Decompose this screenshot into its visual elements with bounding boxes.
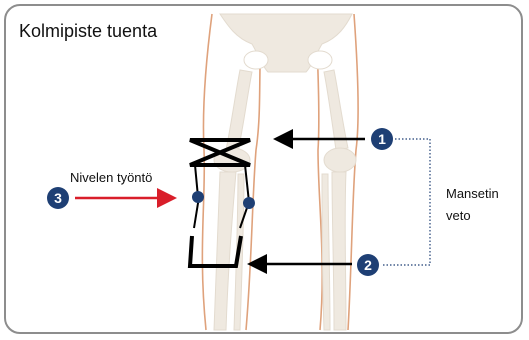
pull-label-line2: veto	[446, 208, 471, 223]
right-fibula	[321, 173, 331, 331]
right-tibia	[331, 171, 347, 331]
pull-label: Mansetin veto	[446, 183, 499, 227]
brace-hinge-left	[192, 191, 204, 203]
marker-3-label: 3	[54, 190, 62, 206]
pull-bracket	[383, 138, 431, 266]
pull-label-line1: Mansetin	[446, 186, 499, 201]
legs-illustration	[201, 13, 359, 331]
marker-2-label: 2	[364, 257, 372, 273]
marker-3: 3	[47, 187, 69, 209]
push-label: Nivelen työntö	[70, 170, 153, 185]
brace-shin-cuff	[187, 235, 243, 268]
marker-1: 1	[371, 128, 393, 150]
diagram-title: Kolmipiste tuenta	[19, 21, 158, 41]
right-knee	[323, 147, 357, 173]
marker-1-label: 1	[378, 131, 386, 147]
brace-hinge-right	[243, 197, 255, 209]
pelvis-bone	[219, 13, 353, 73]
marker-2: 2	[357, 254, 379, 276]
right-femur	[323, 69, 349, 151]
left-tibia	[213, 171, 237, 331]
brace-thigh-cuff	[189, 138, 251, 167]
